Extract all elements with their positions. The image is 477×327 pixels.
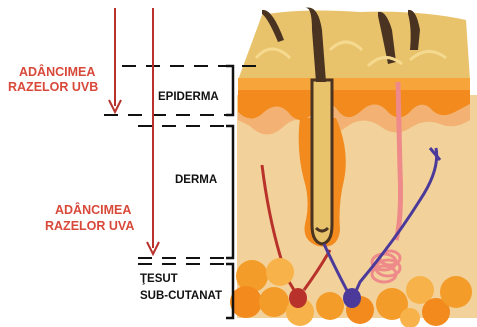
- epidermis-label: EPIDERMA: [158, 91, 219, 103]
- fat-cell-icon: [259, 287, 289, 317]
- skin-cross-section: [230, 7, 477, 327]
- fat-cell-icon: [230, 286, 262, 318]
- uva-label-line1: ADÂNCIMEA: [55, 202, 131, 217]
- fat-cell-icon: [266, 258, 294, 286]
- dermis-bracket: [226, 126, 233, 258]
- vein-end: [343, 288, 361, 308]
- epidermis-bracket: [226, 66, 233, 115]
- subcutaneous-bracket: [226, 264, 233, 318]
- layer-brackets: [226, 66, 233, 318]
- fat-cell-icon: [316, 292, 344, 320]
- subcutaneous-label-line2: SUB-CUTANAT: [140, 290, 222, 302]
- uvb-label-line1: ADÂNCIMEA: [19, 64, 95, 79]
- uv-arrows: [109, 8, 159, 254]
- subcutaneous-label-line1: ŢESUT: [140, 273, 178, 285]
- fat-cell-icon: [440, 276, 472, 308]
- uva-label-line2: RAZELOR UVA: [45, 219, 134, 233]
- dermis-label: DERMA: [175, 174, 217, 186]
- uvb-label-line2: RAZELOR UVB: [8, 80, 98, 94]
- hair-shaft-root: [312, 80, 332, 244]
- epidermis-band-light: [238, 78, 470, 92]
- artery-end: [289, 288, 307, 308]
